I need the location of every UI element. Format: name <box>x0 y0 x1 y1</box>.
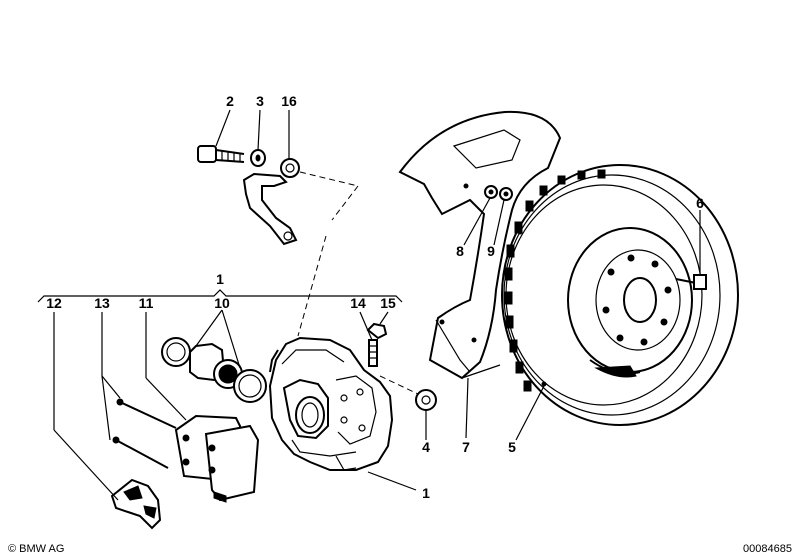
caliper-housing <box>268 185 394 471</box>
callout-9: 9 <box>487 243 495 259</box>
dust-shield <box>398 110 562 380</box>
leader-lines <box>37 109 701 501</box>
callout-13: 13 <box>94 295 110 311</box>
callout-1-group: 1 <box>216 271 224 287</box>
washer-8 <box>484 185 498 199</box>
callout-10: 10 <box>214 295 230 311</box>
callout-labels: 1 1 2 3 4 5 6 7 8 9 10 11 12 13 14 15 16 <box>46 93 704 501</box>
callout-1-caliper: 1 <box>422 485 430 501</box>
spring-clip-12 <box>110 478 162 530</box>
brake-disc <box>501 164 739 426</box>
callout-5: 5 <box>508 439 516 455</box>
callout-6: 6 <box>696 195 704 211</box>
callout-16: 16 <box>281 93 297 109</box>
wheel-bolt-6 <box>675 274 707 290</box>
callout-2: 2 <box>226 93 234 109</box>
retaining-pins-13 <box>112 398 177 469</box>
diagram-code: 00084685 <box>743 543 792 555</box>
callout-3: 3 <box>256 93 264 109</box>
bracket-assembly <box>197 145 359 246</box>
callout-14: 14 <box>350 295 366 311</box>
disc-vent-slots <box>504 169 606 392</box>
piston-seal-kit-10 <box>161 337 267 403</box>
bleeder-screw-14 <box>368 339 378 367</box>
callout-4: 4 <box>422 439 430 455</box>
callout-7: 7 <box>462 439 470 455</box>
callout-15: 15 <box>380 295 396 311</box>
copyright-label: © BMW AG <box>8 543 64 555</box>
dust-cap-15 <box>366 322 388 340</box>
nut-9 <box>499 187 513 201</box>
callout-11: 11 <box>139 295 154 311</box>
brake-pads-11 <box>174 414 260 503</box>
callout-8: 8 <box>456 243 464 259</box>
callout-12: 12 <box>46 295 62 311</box>
